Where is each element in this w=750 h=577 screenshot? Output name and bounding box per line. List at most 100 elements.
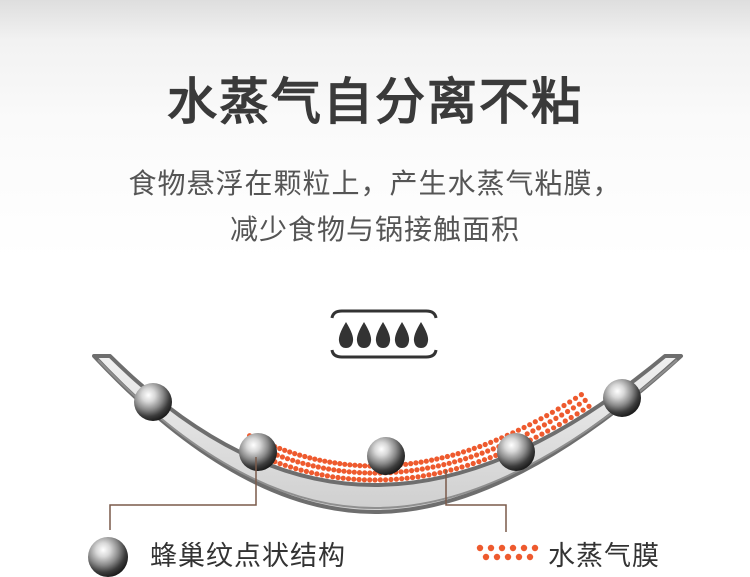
steam-dot (372, 477, 378, 483)
steam-dot (515, 427, 522, 433)
steam-dot-legend (476, 544, 484, 552)
steam-dot (457, 457, 463, 463)
steam-dot (347, 462, 353, 468)
steam-dot (293, 466, 299, 472)
steam-dot (471, 445, 477, 451)
honeycomb-ball (497, 433, 535, 471)
steam-dot (419, 466, 425, 472)
steam-dot (420, 473, 426, 479)
steam-dot (576, 401, 582, 407)
steam-dot (327, 459, 333, 465)
steam-dot (305, 462, 311, 468)
leader-lines (109, 457, 507, 532)
steam-dot (418, 459, 424, 465)
steam-dot (479, 450, 485, 456)
steam-film-dots (240, 392, 592, 483)
steam-dot (340, 475, 346, 481)
steam-dot-legend (509, 544, 517, 552)
steam-dots-legend-icon (476, 544, 539, 561)
steam-dot (307, 455, 313, 461)
steam-dot (444, 453, 450, 460)
steam-dot (556, 421, 563, 428)
steam-dot (452, 459, 458, 465)
steam-dot (388, 476, 394, 483)
steam-dot (448, 467, 454, 473)
steam-dot (455, 451, 461, 457)
legend-label-honeycomb: 蜂巢纹点状结构 (150, 541, 346, 572)
steam-dot (337, 461, 343, 467)
steam-dot (403, 468, 409, 474)
steam-dot-legend (520, 544, 528, 552)
steam-dot (524, 431, 530, 437)
steam-dot (409, 468, 415, 474)
steam-dot (335, 474, 341, 481)
steam-dot (553, 415, 559, 421)
steam-dot (559, 412, 565, 418)
steam-dot (282, 447, 288, 453)
pan-wall (92, 354, 683, 514)
steam-dot (463, 456, 469, 462)
steam-dot (277, 445, 283, 452)
steam-dot (367, 477, 373, 483)
steam-dot-legend (487, 544, 495, 552)
honeycomb-ball (367, 437, 405, 475)
steam-dot (527, 422, 533, 428)
steam-dot (466, 447, 472, 453)
steam-dot (331, 467, 337, 473)
steam-dot (470, 460, 476, 467)
honeycomb-ball (603, 379, 641, 417)
water-drop-icon (338, 322, 354, 348)
steam-dot (568, 414, 574, 421)
steam-dot (586, 403, 592, 409)
steam-dot (536, 425, 542, 431)
steam-dot-legend (504, 553, 512, 561)
steam-dot (314, 471, 320, 477)
steam-dot (435, 463, 441, 469)
steam-dot (309, 470, 315, 476)
steam-dot-legend (515, 553, 523, 561)
steam-dot (319, 472, 325, 478)
steam-dot (312, 456, 318, 462)
steam-dot (413, 460, 419, 466)
water-drop-icon (394, 322, 410, 348)
steam-dot (453, 466, 460, 472)
steam-dot (277, 461, 283, 467)
steam-dot (578, 392, 585, 398)
steam-dot (409, 474, 416, 481)
steam-dot (383, 477, 389, 483)
steam-dot (284, 456, 291, 462)
steam-dot (437, 470, 443, 476)
steam-dot (393, 476, 399, 482)
steam-dot (322, 458, 328, 464)
steam-dot (465, 462, 471, 468)
steam-dot (330, 474, 336, 480)
steam-dot (298, 467, 304, 473)
honeycomb-balls (134, 379, 641, 475)
steam-dot (547, 419, 553, 425)
steam-dot (297, 452, 303, 458)
steam-dot (295, 459, 301, 465)
steam-dot (474, 452, 480, 458)
subtitle-line-1: 食物悬浮在颗粒上，产生水蒸气粘膜， (128, 167, 622, 200)
steam-dot (538, 416, 544, 422)
steam-dot (399, 476, 405, 482)
steam-dot (434, 456, 440, 462)
water-drop-icon (413, 322, 429, 348)
steam-dot (439, 455, 445, 461)
steam-dot (493, 437, 499, 443)
steam-dot (356, 470, 363, 476)
steam-dot-legend (498, 544, 506, 552)
steam-dot (565, 408, 571, 415)
steam-dot (487, 455, 493, 461)
steam-dot (426, 472, 432, 478)
steam-dot-legend (482, 553, 490, 561)
honeycomb-ball-legend-icon (88, 537, 128, 577)
steam-dot (561, 402, 567, 409)
water-drops-group (338, 322, 429, 348)
steam-dot (404, 475, 410, 481)
steam-dot (493, 452, 499, 458)
steam-dot (562, 418, 568, 424)
steam-dot (324, 473, 330, 479)
steam-dot (303, 468, 309, 474)
